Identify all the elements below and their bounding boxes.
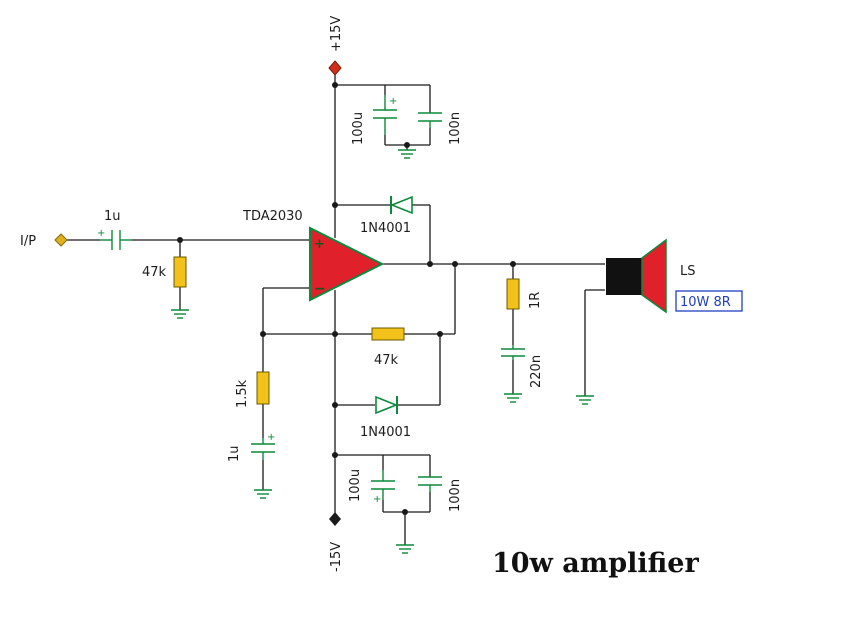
bottom-ceramic-capacitor <box>418 476 442 492</box>
top-ceramic-capacitor <box>418 112 442 128</box>
input-node <box>54 233 68 247</box>
zobel-resistor-label: 1R <box>528 292 543 309</box>
bottom-ceramic-label: 100n <box>448 479 463 512</box>
junction <box>332 331 338 337</box>
top-diode <box>389 195 413 215</box>
svg-text:+: + <box>314 237 325 252</box>
junction <box>260 331 266 337</box>
junctions <box>177 82 516 515</box>
top-ceramic-label: 100n <box>448 112 463 145</box>
ground-symbol <box>171 309 189 319</box>
input-label: I/P <box>20 234 36 249</box>
schematic-title: 10w amplifier <box>492 548 699 579</box>
zobel-capacitor <box>501 345 525 360</box>
svg-text:+: + <box>267 432 275 443</box>
ic-label: TDA2030 <box>242 209 303 224</box>
bottom-diode-label: 1N4001 <box>360 425 411 440</box>
ground-symbol <box>576 395 594 405</box>
input-resistor-label: 47k <box>142 265 167 280</box>
negative-supply-node <box>329 512 341 526</box>
positive-supply-node <box>328 60 342 76</box>
feedback-resistor <box>371 327 405 341</box>
bottom-electrolytic-capacitor: + <box>371 470 395 505</box>
junction <box>332 452 338 458</box>
input-capacitor-label: 1u <box>104 209 121 224</box>
svg-text:+: + <box>97 228 105 239</box>
speaker-icon <box>606 238 667 314</box>
top-electrolytic-label: 100u <box>351 112 366 145</box>
junction <box>402 509 408 515</box>
gain-resistor-label: 1.5k <box>235 379 250 408</box>
wiring <box>62 68 605 545</box>
negative-supply-label: -15V <box>329 542 344 572</box>
junction <box>177 237 183 243</box>
junction <box>332 82 338 88</box>
ground-symbol <box>398 149 416 159</box>
bottom-diode <box>375 395 399 415</box>
top-electrolytic-capacitor: + <box>373 95 397 135</box>
positive-supply-label: +15V <box>329 16 344 52</box>
junction <box>452 261 458 267</box>
gain-resistor <box>256 371 270 405</box>
junction <box>510 261 516 267</box>
zobel-resistor <box>506 278 520 310</box>
junction <box>437 331 443 337</box>
junction <box>332 402 338 408</box>
junction <box>427 261 433 267</box>
ground-symbol <box>504 393 522 403</box>
speaker-label: LS <box>680 264 696 279</box>
speaker-rating-label: 10W 8R <box>680 295 731 310</box>
junction <box>332 202 338 208</box>
svg-text:−: − <box>314 281 326 297</box>
junction <box>404 142 410 148</box>
feedback-resistor-label: 47k <box>374 353 399 368</box>
ground-symbol <box>254 489 272 499</box>
gain-capacitor: + <box>251 432 275 460</box>
svg-text:+: + <box>373 494 381 505</box>
top-diode-label: 1N4001 <box>360 221 411 236</box>
input-capacitor: + <box>97 228 132 250</box>
gain-capacitor-label: 1u <box>227 445 242 462</box>
opamp-tda2030: + − <box>309 226 385 302</box>
zobel-capacitor-label: 220n <box>529 355 544 388</box>
svg-text:+: + <box>389 96 397 107</box>
speaker-rating-box <box>675 290 743 312</box>
input-resistor <box>173 256 187 288</box>
bottom-electrolytic-label: 100u <box>348 469 363 502</box>
ground-symbol <box>396 544 414 554</box>
